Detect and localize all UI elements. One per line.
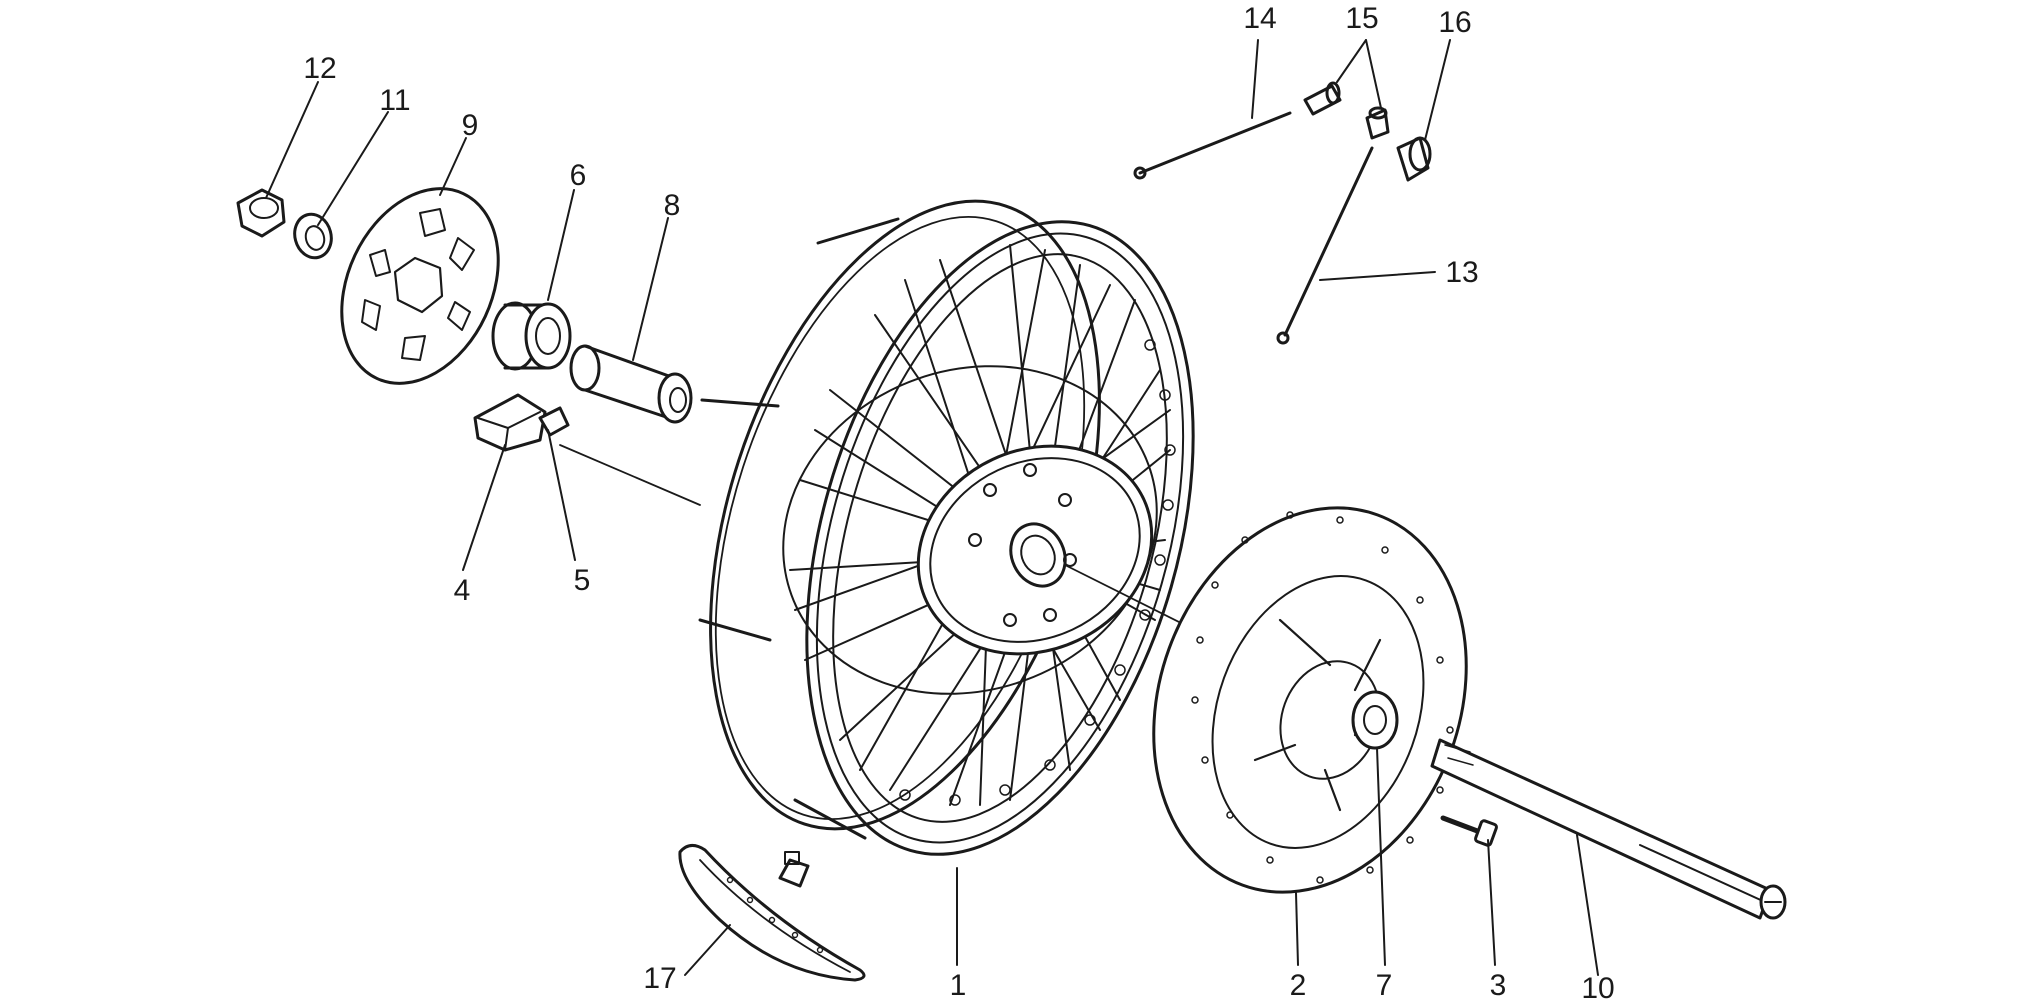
hub-spacer [1351, 690, 1399, 750]
callout-5: 5 [574, 564, 591, 597]
rim-grommet [1396, 136, 1432, 182]
drive-tab [538, 406, 570, 437]
callout-13: 13 [1445, 256, 1478, 289]
leader-lines [265, 39, 1599, 976]
disc-bolt [1440, 815, 1498, 847]
callout-7: 7 [1376, 969, 1393, 1002]
spoke-short [1133, 111, 1292, 180]
brake-disc [1152, 506, 1468, 894]
speedo-drive [473, 393, 547, 452]
bearing [491, 301, 572, 371]
callout-12: 12 [303, 52, 336, 85]
hub-cover-plate [340, 187, 500, 385]
callout-17: 17 [643, 962, 676, 995]
callout-8: 8 [664, 189, 681, 222]
callout-4: 4 [454, 574, 471, 607]
callout-2: 2 [1290, 969, 1307, 1002]
callout-3: 3 [1490, 969, 1507, 1002]
washer [293, 212, 333, 260]
spacer-tube [569, 344, 693, 424]
axle-nut [236, 188, 286, 238]
spoked-wheel [698, 199, 1195, 856]
callout-10: 10 [1581, 972, 1614, 1002]
callout-labels: 12 11 9 6 8 4 5 14 15 16 13 1 2 7 3 10 1… [303, 2, 1614, 1002]
callout-6: 6 [570, 159, 587, 192]
callout-9: 9 [462, 109, 479, 142]
callout-11: 11 [379, 84, 410, 117]
callout-15: 15 [1345, 2, 1378, 35]
wheel-axle [1430, 738, 1787, 920]
spoke-long [1276, 146, 1374, 345]
callout-14: 14 [1243, 2, 1276, 35]
rim-tape-valve [678, 844, 866, 982]
callout-1: 1 [950, 969, 967, 1002]
spoke-nipple [1303, 81, 1390, 140]
callout-16: 16 [1438, 6, 1471, 39]
